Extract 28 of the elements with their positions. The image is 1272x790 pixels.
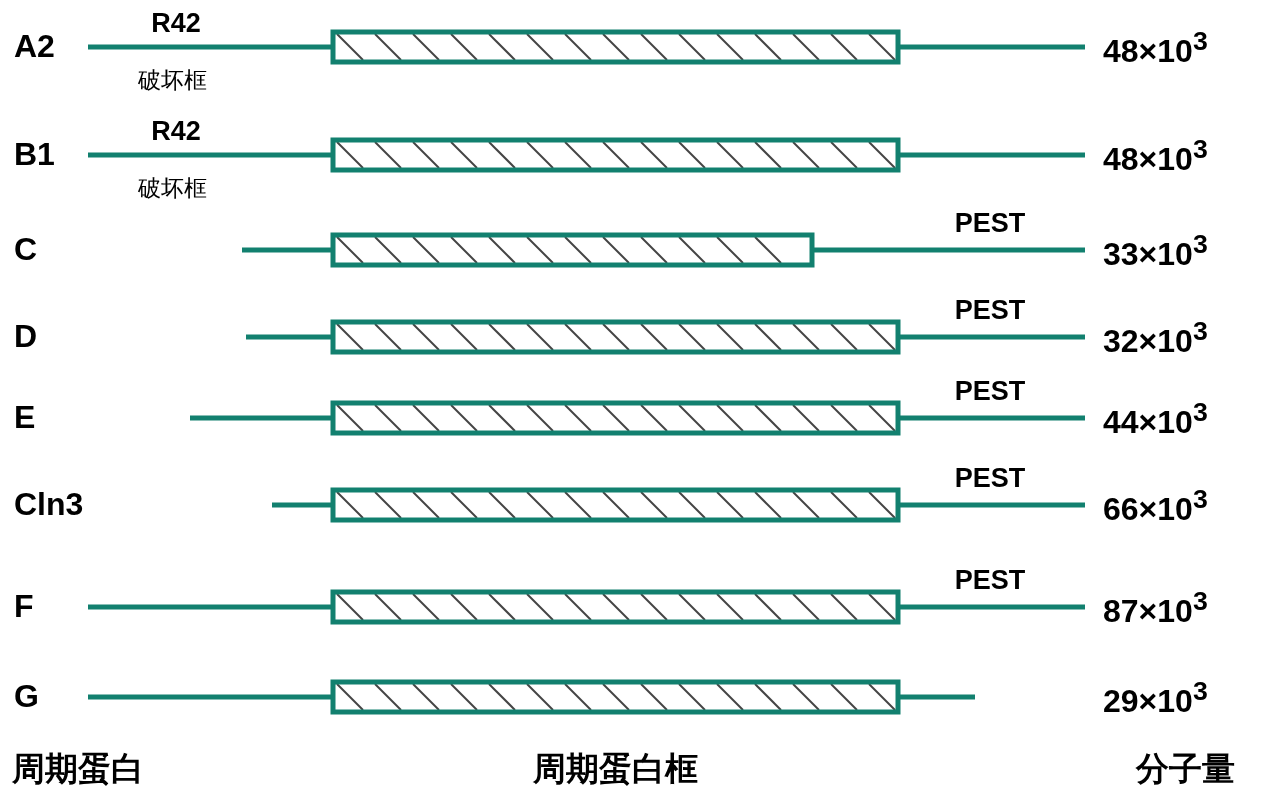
molecular-weight-label: 48×10$^{3}$	[1103, 28, 1208, 67]
motif-label: R42	[151, 118, 201, 145]
protein-name-label: E	[14, 401, 36, 433]
molecular-weight-label: 48×10$^{3}$	[1103, 136, 1208, 175]
protein-name-label: F	[14, 590, 34, 622]
molecular-weight-label: 32×10$^{3}$	[1103, 318, 1208, 357]
motif-label: R42	[151, 10, 201, 37]
protein-name-label: B1	[14, 138, 55, 170]
molecular-weight-label: 29×10$^{3}$	[1103, 678, 1208, 717]
motif-label: PEST	[954, 378, 1026, 405]
motif-label: PEST	[954, 465, 1026, 492]
protein-name-label: C	[14, 233, 38, 265]
protein-name-label: D	[14, 320, 38, 352]
column-caption: 周期蛋白框	[532, 752, 698, 785]
protein-name-label: A2	[14, 30, 55, 62]
molecular-weight-label: 44×10$^{3}$	[1103, 399, 1208, 438]
molecular-weight-label: 33×10$^{3}$	[1103, 231, 1208, 270]
molecular-weight-label: 87×10$^{3}$	[1103, 588, 1208, 627]
motif-label: 破坏框	[137, 69, 207, 92]
column-caption: 分子量	[1135, 752, 1235, 785]
protein-name-label: Cln3	[14, 488, 84, 520]
molecular-weight-label: 66×10$^{3}$	[1103, 486, 1208, 525]
motif-label: 破坏框	[137, 177, 207, 200]
protein-name-label: G	[14, 680, 39, 712]
motif-label: PEST	[954, 210, 1026, 237]
motif-label: PEST	[954, 297, 1026, 324]
motif-label: PEST	[954, 567, 1026, 594]
column-caption: 周期蛋白	[12, 752, 144, 785]
